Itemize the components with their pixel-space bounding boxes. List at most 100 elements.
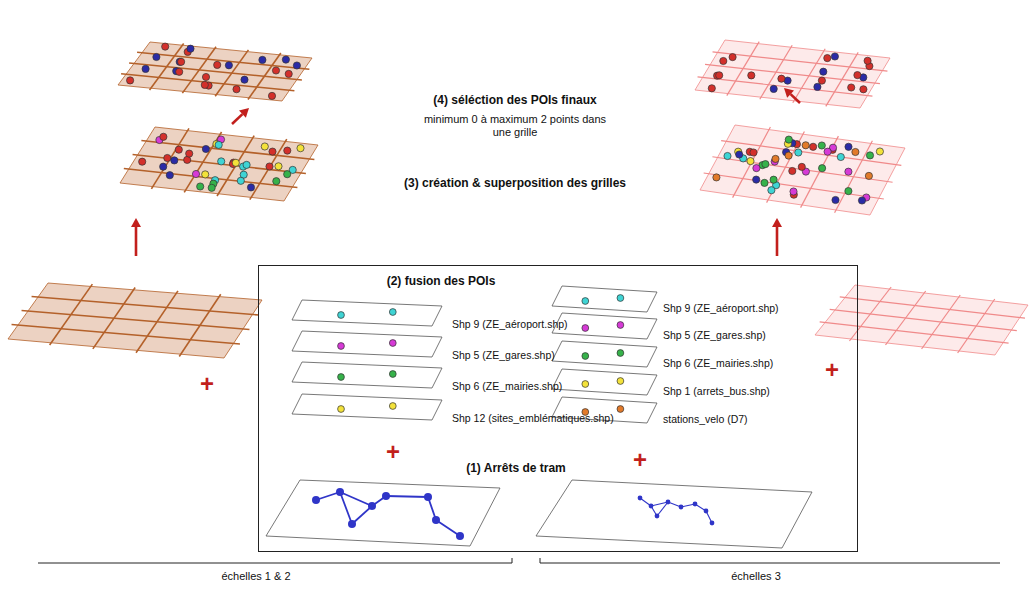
poi-point <box>750 149 757 156</box>
poi-point <box>848 84 855 91</box>
poi-point <box>789 167 796 174</box>
layer-sheet <box>552 341 657 367</box>
flow-arrow <box>232 114 242 124</box>
grid-line <box>32 296 259 315</box>
layer-label: Shp 6 (ZE_mairies.shp) <box>452 380 562 393</box>
box-heading: (2) fusion des POIs <box>387 274 496 288</box>
poi-point <box>293 62 300 69</box>
poi-point <box>261 143 268 150</box>
poi-point <box>748 72 755 79</box>
poi-point <box>770 85 777 92</box>
tram-stop <box>704 509 709 514</box>
poi-point <box>866 152 873 159</box>
poi-point <box>617 406 624 413</box>
layer-label: Shp 12 (sites_emblématiques.shp) <box>452 412 614 425</box>
poi-point <box>819 165 826 172</box>
poi-point <box>389 403 396 410</box>
tram-stop <box>649 504 654 509</box>
poi-point <box>768 187 775 194</box>
poi-point <box>753 165 760 172</box>
layer-sheet <box>552 313 657 339</box>
grid-plane <box>695 40 890 108</box>
poi-point <box>214 61 221 68</box>
poi-point <box>876 148 883 155</box>
poi-point <box>824 148 831 155</box>
note: minimum 0 à maximum 2 points dans une gr… <box>420 113 610 139</box>
poi-point <box>202 171 209 178</box>
poi-point <box>201 81 208 88</box>
layer-sheet <box>292 362 442 388</box>
tram-stop <box>693 502 698 507</box>
tram-stop <box>382 492 390 500</box>
grid-line <box>820 322 1009 343</box>
grid-plane <box>815 285 1028 355</box>
poi-point <box>243 161 250 168</box>
poi-point <box>162 43 169 50</box>
poi-point <box>232 159 239 166</box>
poi-point <box>171 157 178 164</box>
poi-point <box>247 184 254 191</box>
poi-point <box>237 177 244 184</box>
poi-point <box>127 77 134 84</box>
poi-point <box>736 151 743 158</box>
tram-stop <box>666 500 671 505</box>
grid-line <box>721 141 901 166</box>
poi-point <box>241 76 248 83</box>
poi-point <box>338 374 345 381</box>
layer-label: stations_velo (D7) <box>663 413 748 426</box>
poi-point <box>785 152 792 159</box>
tram-line <box>340 492 372 506</box>
poi-point <box>852 148 859 155</box>
poi-point <box>747 158 754 165</box>
poi-point <box>273 178 280 185</box>
layer-label: Shp 5 (ZE_gares.shp) <box>663 329 766 342</box>
poi-point <box>854 72 861 79</box>
poi-point <box>810 143 817 150</box>
grid-line <box>133 154 306 173</box>
poi-point <box>582 381 589 388</box>
poi-point <box>142 65 149 72</box>
poi-point <box>617 295 624 302</box>
poi-point <box>297 145 304 152</box>
poi-point <box>720 57 727 64</box>
poi-point <box>233 86 240 93</box>
poi-point <box>202 145 209 152</box>
poi-point <box>753 176 760 183</box>
grid-line <box>840 297 1025 318</box>
grid-line <box>121 74 294 91</box>
plus-sign: + <box>825 356 839 385</box>
tram-stop <box>710 521 715 526</box>
poi-point <box>175 146 182 153</box>
poi-point <box>837 153 844 160</box>
tram-stop <box>655 514 660 519</box>
poi-point <box>197 183 204 190</box>
poi-point <box>269 148 276 155</box>
layer-label: Shp 5 (ZE_gares.shp) <box>452 349 555 362</box>
layer-label: Shp 6 (ZE_mairies.shp) <box>663 357 773 370</box>
tram-stop <box>348 520 356 528</box>
grid-line <box>733 127 771 198</box>
poi-point <box>845 168 852 175</box>
layer-label: Shp 9 (ZE_aéroport.shp) <box>663 302 779 315</box>
tram-line <box>436 520 460 536</box>
grid-line <box>12 324 240 344</box>
poi-point <box>282 56 289 63</box>
poi-point <box>285 70 292 77</box>
poi-point <box>582 353 589 360</box>
grid-plane <box>700 125 905 215</box>
poi-point <box>178 58 185 65</box>
scale-label: échelles 3 <box>731 570 781 583</box>
flow-arrow <box>135 227 138 256</box>
layer-sheet <box>552 286 657 312</box>
poi-point <box>772 155 779 162</box>
poi-point <box>716 72 723 79</box>
tram-stop <box>336 488 344 496</box>
poi-point <box>864 57 871 64</box>
grid-line <box>250 139 287 199</box>
poi-point <box>729 54 736 61</box>
layer-label: Shp 1 (arrets_bus.shp) <box>663 385 770 398</box>
tram-line <box>352 506 372 524</box>
plus-sign: + <box>386 438 400 467</box>
scale-label: échelles 1 & 2 <box>221 570 290 583</box>
